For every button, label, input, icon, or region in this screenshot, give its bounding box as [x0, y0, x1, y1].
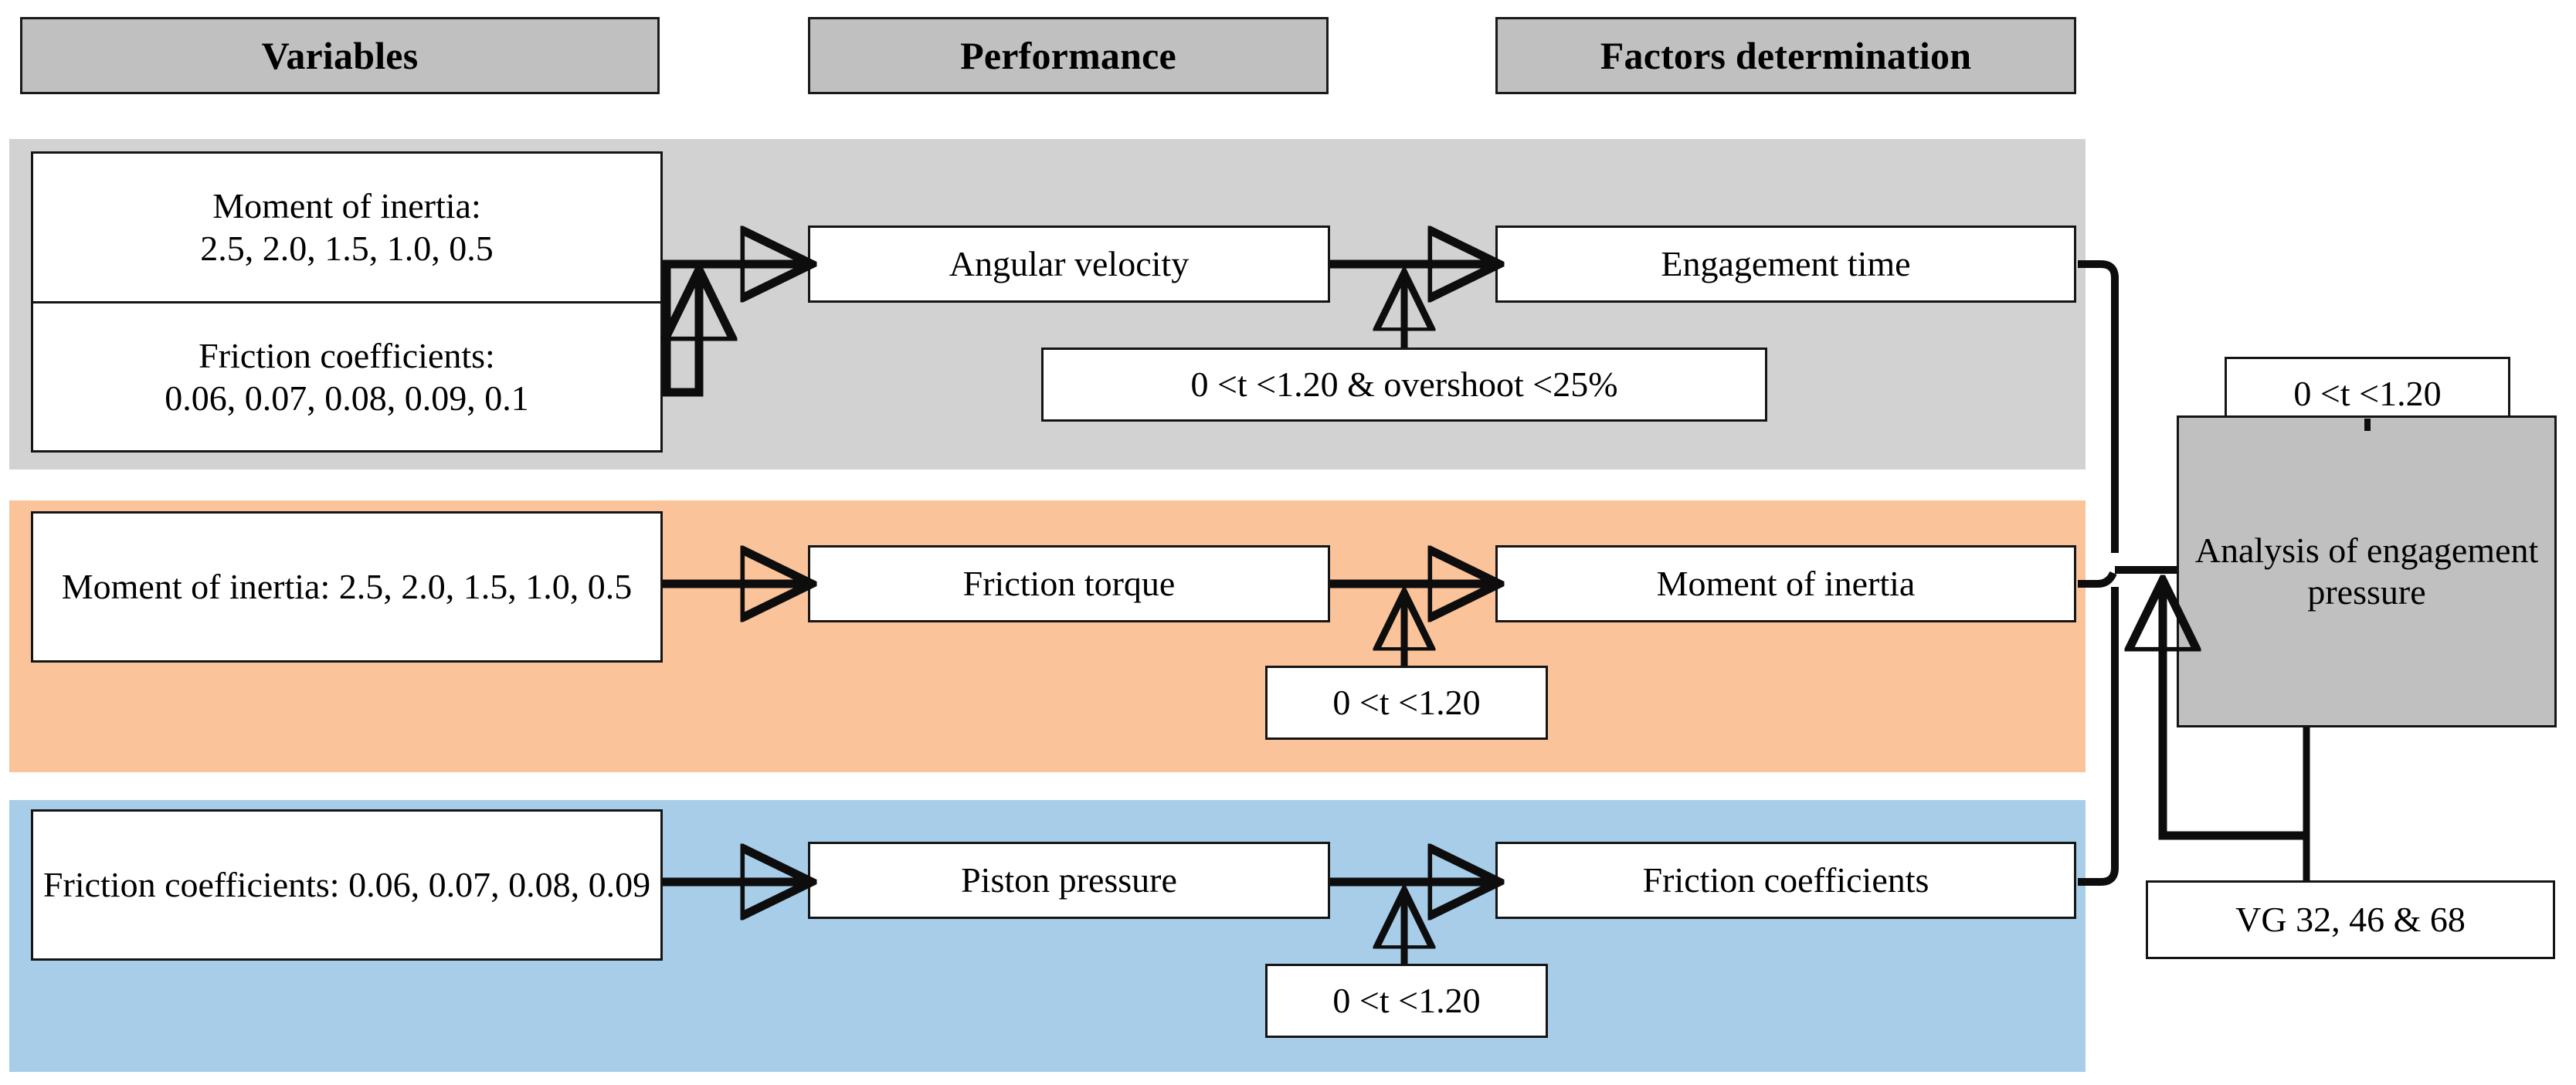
factor-box-moment-of-inertia: Moment of inertia — [1495, 545, 2076, 622]
variable-title: Friction coefficients: — [199, 335, 495, 375]
performance-label: Angular velocity — [949, 243, 1190, 283]
variable-title: Moment of inertia: — [212, 186, 481, 226]
variable-box-row-3: Friction coefficients: 0.06, 0.07, 0.08,… — [31, 809, 663, 961]
criterion-label: 0 <t <1.20 — [1332, 980, 1481, 1020]
criterion-label: 0 <t <1.20 — [1332, 682, 1481, 722]
performance-box-angular-velocity: Angular velocity — [808, 225, 1330, 303]
criterion-label: 0 <t <1.20 & overshoot <25% — [1190, 364, 1618, 404]
variable-values: 0.06, 0.07, 0.08, 0.09 — [348, 864, 651, 904]
column-header-factors-label: Factors determination — [1600, 34, 1972, 77]
factor-label: Engagement time — [1661, 243, 1911, 283]
variable-cell-friction-coefficients: Friction coefficients: 0.06, 0.07, 0.08,… — [33, 303, 660, 451]
variable-values: 2.5, 2.0, 1.5, 1.0, 0.5 — [338, 566, 633, 606]
criterion-box-row-2: 0 <t <1.20 — [1265, 666, 1548, 740]
summary-oil-grades-label: VG 32, 46 & 68 — [2235, 899, 2466, 939]
column-header-performance-label: Performance — [960, 34, 1176, 77]
performance-label: Piston pressure — [961, 860, 1177, 900]
factor-box-engagement-time: Engagement time — [1495, 225, 2076, 303]
performance-label: Friction torque — [962, 563, 1176, 603]
factor-box-friction-coefficients: Friction coefficients — [1495, 842, 2076, 919]
summary-title-line-2: engagement — [2367, 530, 2539, 570]
variable-title: Moment of inertia: — [61, 566, 331, 606]
variable-title: Friction coefficients: — [42, 864, 340, 904]
summary-oil-grades-box: VG 32, 46 & 68 — [2146, 880, 2555, 959]
performance-box-piston-pressure: Piston pressure — [808, 842, 1330, 919]
summary-title-line-1: Analysis of — [2194, 530, 2358, 570]
column-header-performance: Performance — [808, 17, 1329, 94]
column-header-factors-determination: Factors determination — [1495, 17, 2076, 94]
factor-label: Friction coefficients — [1642, 860, 1929, 900]
variable-box-row-1: Moment of inertia: 2.5, 2.0, 1.5, 1.0, 0… — [31, 151, 663, 453]
criterion-box-row-3: 0 <t <1.20 — [1265, 964, 1548, 1038]
variable-cell-moment-of-inertia: Moment of inertia: 2.5, 2.0, 1.5, 1.0, 0… — [33, 154, 660, 303]
column-header-variables: Variables — [20, 17, 660, 94]
summary-title-line-3: pressure — [2307, 572, 2426, 612]
variable-values: 2.5, 2.0, 1.5, 1.0, 0.5 — [200, 229, 494, 269]
criterion-box-row-1: 0 <t <1.20 & overshoot <25% — [1041, 348, 1767, 422]
summary-criterion-label: 0 <t <1.20 — [2293, 373, 2442, 413]
performance-box-friction-torque: Friction torque — [808, 545, 1330, 622]
factor-label: Moment of inertia — [1656, 563, 1916, 603]
variable-values: 0.06, 0.07, 0.08, 0.09, 0.1 — [165, 378, 529, 418]
summary-analysis-box: Analysis of engagement pressure — [2177, 415, 2557, 727]
column-header-variables-label: Variables — [261, 34, 419, 77]
variable-box-row-2: Moment of inertia: 2.5, 2.0, 1.5, 1.0, 0… — [31, 511, 663, 663]
